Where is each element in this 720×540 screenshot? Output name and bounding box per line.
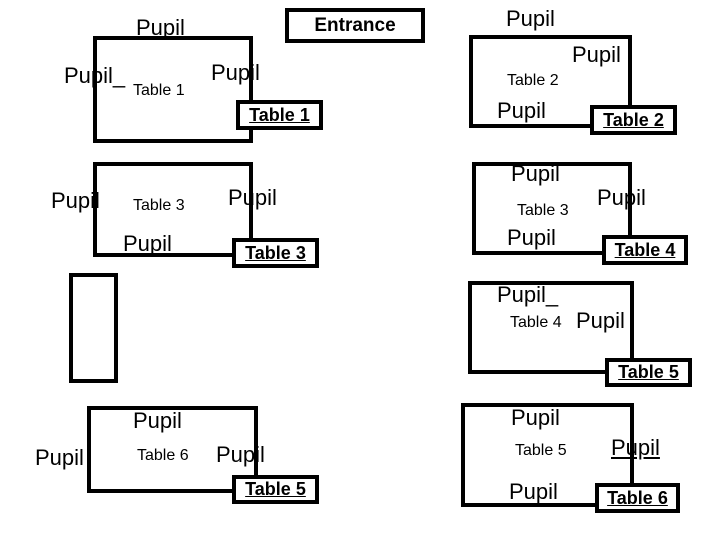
table-3-right-label: Table 3 (517, 202, 569, 219)
table-5-right-rect (461, 403, 634, 507)
table-5-tag-right-label: Table 5 (618, 362, 679, 382)
empty-rect (69, 273, 118, 383)
pupil-seat: Pupil_ (497, 282, 559, 307)
table-1-label: Table 1 (133, 82, 185, 99)
table-6-left-label: Table 6 (137, 447, 189, 464)
table-5-right-label: Table 5 (515, 442, 567, 459)
pupil-seat: Pupil (123, 231, 172, 256)
table-6-tag: Table 6 (595, 483, 680, 513)
entrance-label: Entrance (314, 14, 396, 36)
entrance-box: Entrance (285, 8, 425, 43)
pupil-seat: Pupil (506, 6, 555, 31)
pupil-seat: Pupil (576, 308, 625, 333)
pupil-seat: Pupil (597, 185, 646, 210)
table-1-tag: Table 1 (236, 100, 323, 130)
table-6-tag-label: Table 6 (607, 487, 668, 508)
pupil-seat: Pupil (511, 405, 560, 430)
pupil-seat: Pupil (35, 445, 84, 470)
table-4-tag: Table 4 (602, 235, 688, 265)
table-1-tag-label: Table 1 (249, 104, 310, 125)
table-3-tag-label: Table 3 (245, 242, 306, 263)
table-2-rect (469, 35, 632, 128)
table-5-tag-right: Table 5 (605, 358, 692, 387)
table-5-tag-left: Table 5 (232, 475, 319, 504)
pupil-seat: Pupil (611, 435, 660, 460)
table-4-right-label: Table 4 (510, 314, 562, 331)
table-4-right-rect (468, 281, 634, 374)
table-3-left-label: Table 3 (133, 197, 185, 214)
table-3-tag: Table 3 (232, 238, 319, 268)
pupil-seat: Pupil (509, 479, 558, 504)
table-2-tag-label: Table 2 (603, 109, 664, 130)
table-3-left-rect (93, 162, 253, 257)
pupil-seat: Pupil (136, 15, 185, 40)
pupil-seat: Pupil (572, 42, 621, 67)
table-2-label: Table 2 (507, 72, 559, 89)
pupil-seat: Pupil (497, 98, 546, 123)
table-1-rect (93, 36, 253, 143)
table-5-tag-left-label: Table 5 (245, 479, 306, 499)
pupil-seat: Pupil (51, 188, 100, 213)
pupil-seat: Pupil (133, 408, 182, 433)
table-4-tag-label: Table 4 (614, 239, 676, 260)
table-3-right-rect (472, 162, 632, 255)
pupil-seat: Pupil (507, 225, 556, 250)
table-6-left-rect (87, 406, 258, 493)
table-2-tag: Table 2 (590, 105, 677, 135)
